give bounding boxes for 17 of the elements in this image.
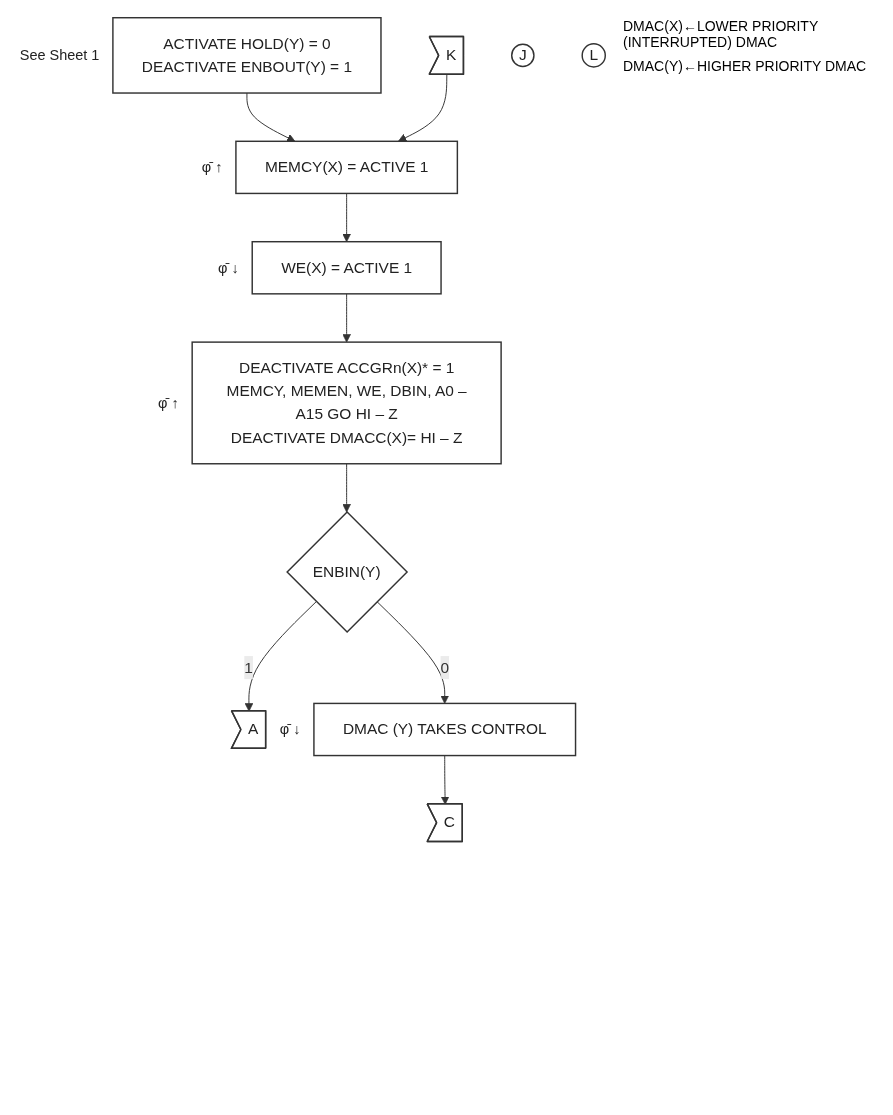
- node-box: DEACTIVATE ACCGRn(X)* = 1 MEMCY, MEMEN, WE, DBIN, A0 –A15 GO HI – Z DEACTIVATE DMACC(X)= HI – Z: [191, 341, 502, 465]
- node-box: ACTIVATE HOLD(Y) = 0 DEACTIVATE ENBOUT(Y) = 1: [112, 17, 382, 94]
- side-note: φ̄ ↑: [158, 394, 179, 411]
- node-circle: L: [581, 43, 606, 68]
- edge-label: 1: [244, 659, 253, 676]
- node-box: DMAC (Y) TAKES CONTROL: [313, 702, 577, 757]
- node-box: WE(X) = ACTIVE 1: [251, 241, 442, 295]
- node-diamond: ENBIN(Y): [286, 511, 409, 633]
- edge-label: 0: [440, 659, 450, 676]
- note-text: DMAC(X)←LOWER PRIORITY (INTERRUPTED) DMAC: [623, 18, 819, 50]
- node-box: MEMCY(X) = ACTIVE 1: [235, 140, 459, 195]
- node-circle: J: [511, 43, 535, 68]
- note-text: DMAC(Y)←HIGHER PRIORITY DMAC: [623, 58, 868, 74]
- side-note: See Sheet 1: [19, 47, 100, 64]
- side-note: φ̄ ↑: [201, 159, 223, 176]
- side-note: φ̄ ↓: [279, 721, 301, 738]
- side-note: φ̄ ↓: [218, 259, 239, 276]
